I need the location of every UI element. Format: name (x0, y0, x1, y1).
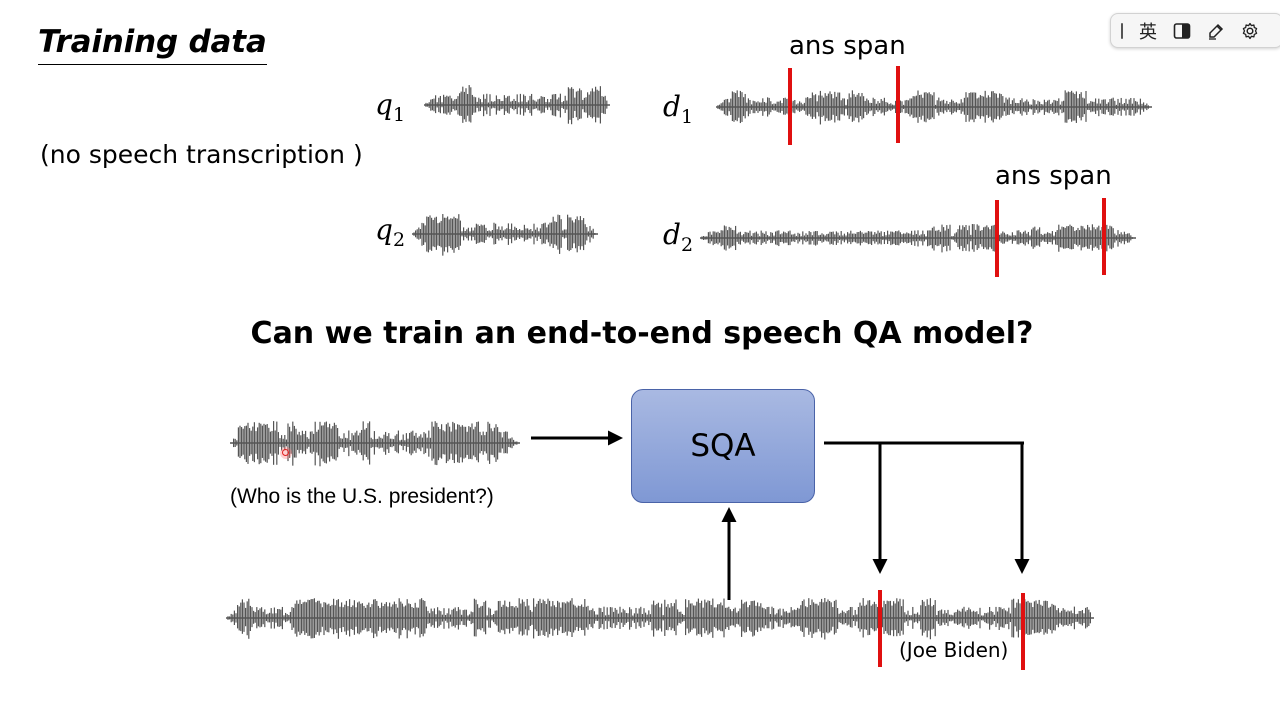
pen-icon[interactable] (1199, 16, 1233, 46)
query-1-label: q1 (375, 88, 406, 126)
document-2-label: d2 (663, 218, 694, 256)
document-1-label: d1 (663, 90, 694, 128)
main-question: Can we train an end-to-end speech QA mod… (250, 316, 1034, 351)
answer-span-start-2 (995, 200, 999, 277)
language-mode-button[interactable]: 英 (1139, 21, 1157, 43)
query-2-label: q2 (375, 213, 406, 251)
toolbar-grip-handle[interactable] (1121, 22, 1123, 39)
input-query-waveform (230, 421, 520, 467)
query-2-waveform (412, 214, 598, 256)
half-width-icon[interactable] (1165, 16, 1199, 46)
ime-toolbar: 英 (1110, 13, 1280, 48)
document-1-waveform (716, 90, 1152, 125)
answer-span-label-1: ans span (789, 31, 906, 61)
query-1-waveform (424, 85, 610, 125)
laser-pointer-cursor (280, 447, 292, 459)
answer-caption: (Joe Biden) (899, 638, 1009, 662)
answer-span-start-1 (788, 68, 792, 145)
sqa-model-box: SQA (631, 389, 815, 503)
input-query-caption: (Who is the U.S. president?) (230, 485, 494, 508)
no-transcription-note: (no speech transcription ) (40, 140, 363, 169)
slide-title: Training data (38, 22, 267, 65)
document-2-waveform (700, 224, 1136, 253)
answer-span-label-2: ans span (995, 161, 1112, 191)
predicted-span-end (1021, 593, 1025, 670)
answer-span-end-2 (1102, 198, 1106, 275)
predicted-span-start (878, 590, 882, 667)
sqa-model-label: SQA (690, 428, 756, 464)
answer-span-end-1 (896, 66, 900, 143)
settings-icon[interactable] (1233, 16, 1267, 46)
